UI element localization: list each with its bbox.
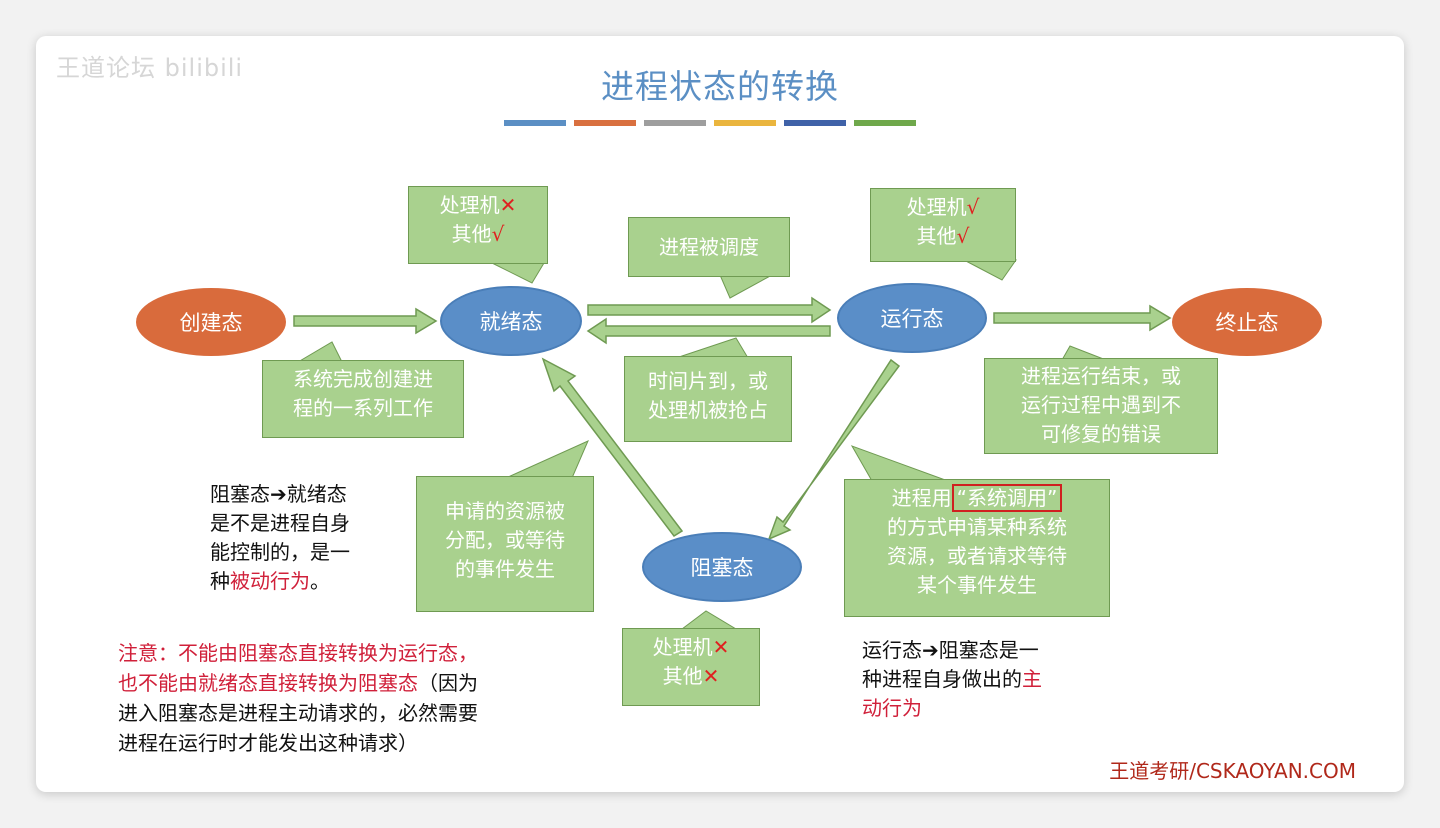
callout-blocked-resources: 处理机✕ 其他✕ [622,628,760,706]
arrow-right-icon: ➔ [922,638,939,662]
watermark: 王道论坛 bilibili [56,54,244,82]
callout-line: 运行过程中遇到不 [1021,393,1181,417]
note-line: 阻塞态 [210,482,270,506]
note-line: 进入阻塞态是进程主动请求的，必然需要 [118,701,478,725]
label-other: 其他 [916,224,957,248]
arrow-blocked-to-ready [541,357,684,537]
arrow-running-to-ready [586,317,831,345]
callout-terminate: 进程运行结束，或 运行过程中遇到不 可修复的错误 [984,358,1218,454]
note-line: 就绪态 [286,482,347,506]
color-bar [714,120,776,126]
color-bar [504,120,566,126]
arrows-layer [293,259,1172,630]
tail-scheduled [719,274,773,299]
warning-line: 也不能由就绪态直接转换为阻塞态 [118,671,418,695]
callout-line: 某个事件发生 [917,573,1037,597]
label-cpu: 处理机 [439,193,500,217]
state-ready: 就绪态 [440,286,582,356]
label-cpu: 处理机 [652,635,713,659]
note-line: 种 [210,569,230,593]
emphasis-active: 主 [1022,667,1042,691]
callout-syscall: 进程用“系统调用” 的方式申请某种系统 资源，或者请求等待 某个事件发生 [844,479,1110,617]
callout-timeslice: 时间片到，或 处理机被抢占 [624,356,792,442]
note-line: 进程在运行时才能发出这种请求） [118,731,418,755]
note-line: 运行态 [862,638,922,662]
callout-line: 进程运行结束，或 [1021,364,1181,388]
footer-brand: 王道考研/CSKAOYAN.COM [1109,759,1356,783]
arrow-running-to-terminated [993,304,1172,332]
callout-line: 处理机被抢占 [648,398,768,422]
state-terminated: 终止态 [1172,288,1322,356]
callout-line: 时间片到，或 [648,369,768,393]
note-line: 种进程自身做出的 [862,667,1022,691]
tail-blocked-callout [680,610,738,630]
emphasis-active: 动行为 [862,696,922,720]
note-line: 。 [310,569,330,593]
slide-title: 进程状态的转换 [601,67,839,106]
cross-icon: ✕ [499,193,517,217]
callout-create-done: 系统完成创建进 程的一系列工作 [262,360,464,438]
color-bar [784,120,846,126]
color-bar [574,120,636,126]
callout-line: 可修复的错误 [1041,422,1161,446]
state-blocked: 阻塞态 [642,532,802,602]
state-running: 运行态 [837,283,987,353]
label-other: 其他 [451,222,492,246]
label-other: 其他 [662,664,703,688]
callout-line: 资源，或者请求等待 [887,544,1067,568]
syscall-highlight: “系统调用” [951,484,1063,512]
tail-ready-callout [491,262,545,284]
tail-running-callout [963,259,1017,281]
callout-line: 申请的资源被 [445,499,565,523]
arrow-create-to-ready [293,307,438,335]
note-line: 是不是进程自身 [210,511,350,535]
emphasis-passive: 被动行为 [230,569,310,593]
label-cpu: 处理机 [906,195,967,219]
note-line: 能控制的，是一 [210,540,350,564]
cross-icon: ✕ [702,664,720,688]
check-icon: √ [491,222,505,246]
note-line: （因为 [418,671,478,695]
tail-create-done [296,341,343,363]
arrow-ready-to-running [587,296,832,324]
callout-scheduled: 进程被调度 [628,217,790,277]
check-icon: √ [966,195,980,219]
arrow-running-to-blocked [767,358,901,541]
note-passive: 阻塞态➔就绪态 是不是进程自身 能控制的，是一 种被动行为。 [210,480,410,596]
callout-line: 的事件发生 [455,557,555,581]
callout-running-resources: 处理机√ 其他√ [870,188,1016,262]
callout-line: 程的一系列工作 [293,396,433,420]
tail-syscall [850,445,949,482]
callout-line: 系统完成创建进 [293,367,433,391]
color-bar [644,120,706,126]
cross-icon: ✕ [712,635,730,659]
callout-line: 的方式申请某种系统 [887,515,1067,539]
tail-timeslice [675,337,749,359]
tail-resource [505,440,589,479]
callout-line: 分配，或等待 [445,528,565,552]
warning-line: 注意：不能由阻塞态直接转换为运行态， [118,641,478,665]
check-icon: √ [956,224,970,248]
slide: 王道论坛 bilibili 进程状态的转换 [36,36,1404,792]
color-bar [854,120,916,126]
callout-resource-allocated: 申请的资源被 分配，或等待 的事件发生 [416,476,594,612]
note-warning: 注意：不能由阻塞态直接转换为运行态， 也不能由就绪态直接转换为阻塞态（因为 进入… [118,638,618,758]
state-create: 创建态 [136,288,286,356]
arrow-right-icon: ➔ [270,482,287,506]
callout-ready-resources: 处理机✕ 其他√ [408,186,548,264]
callout-line: 进程用 [891,486,952,510]
note-active: 运行态➔阻塞态是一 种进程自身做出的主 动行为 [862,636,1122,723]
note-line: 阻塞态是一 [938,638,1039,662]
